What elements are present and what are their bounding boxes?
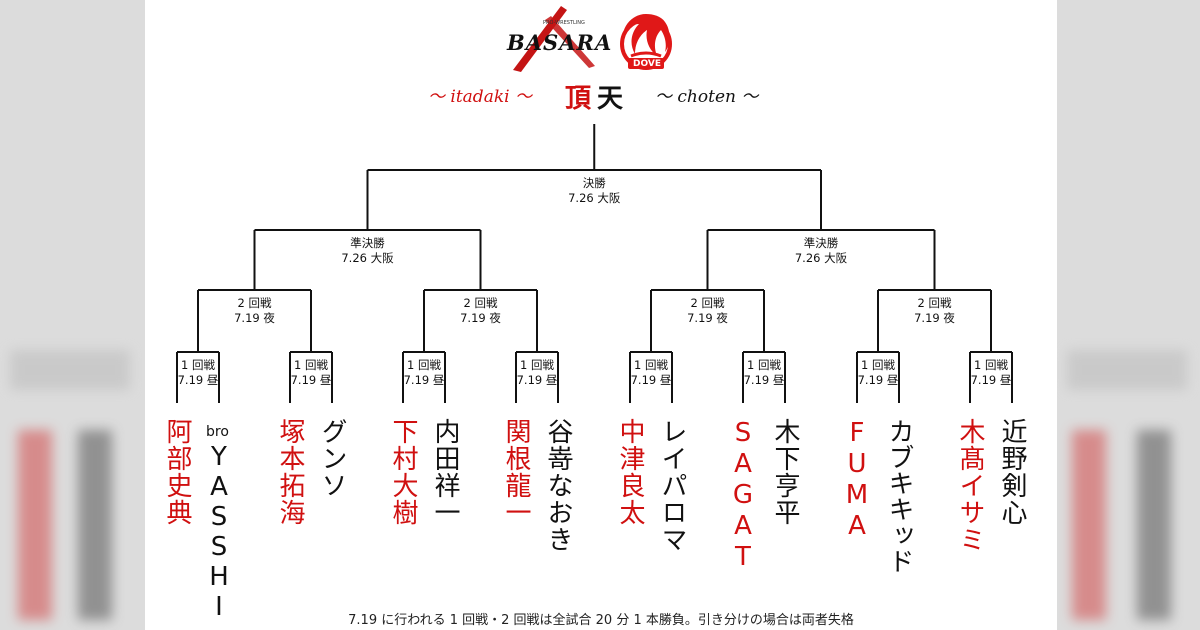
wrestler-name: 阿部史典 [162,418,192,526]
wrestler-name: SAGAT [728,418,758,573]
wrestler-name: 谷嵜なおき [543,418,573,553]
left-blur-background [0,0,145,630]
round-name: 決勝 [582,176,606,190]
wrestler-name: YASSHI [204,442,234,622]
wrestler-name: カブキキッド [884,418,914,574]
round-date: 7.19 夜 [234,311,275,325]
round-date: 7.19 夜 [687,311,728,325]
round-name: 1 回戦 [861,358,895,372]
dove-emblem-icon [620,14,672,70]
right-blur-background [1057,0,1200,630]
title-kanji-ten: 天 [597,84,624,114]
wrestler-name: FUMA [842,418,872,542]
round-name: 準決勝 [803,236,839,250]
round-date: 7.19 夜 [914,311,955,325]
round-date: 7.26 大阪 [341,251,394,265]
rules-footnote: 7.19 に行われる 1 回戦・2 回戦は全試合 20 分 1 本勝負。引き分け… [348,613,854,628]
tournament-poster: PRO-WRESTLING BASARA DOVE ～ itadaki ～ 頂 … [145,0,1057,630]
round-name: 準決勝 [350,236,385,250]
round-name: 1 回戦 [181,358,215,372]
round-date: 7.19 昼 [630,373,672,387]
wrestler-name: グンソ [317,418,347,499]
round-name: 1 回戦 [407,358,441,372]
blurred-black-name [78,430,112,620]
wrestler-name: レイパロマ [657,418,687,553]
basara-logo-text: BASARA [507,30,613,55]
round-date: 7.26 大阪 [794,251,848,265]
basara-logo-slash [513,6,595,72]
round-name: 1 回戦 [520,358,554,372]
wrestler-name: 近野剣心 [997,418,1027,526]
wrestler-name: 中津良太 [615,418,645,526]
blurred-black-name [1137,430,1171,620]
round-date: 7.19 昼 [177,373,219,387]
basara-logo: PRO-WRESTLING BASARA [503,6,611,72]
round-date: 7.19 昼 [743,373,785,387]
round-name: 1 回戦 [974,358,1008,372]
round-name: 2 回戦 [463,296,498,310]
wrestler-name: 木下亨平 [770,418,800,526]
wrestler-name: 塚本拓海 [275,418,305,526]
title-kanji-itadaki: 頂 [565,84,592,114]
round-date: 7.26 大阪 [568,191,621,205]
dove-logo-text: DOVE [633,59,661,69]
blurred-red-name [18,430,52,620]
round-name: 2 回戦 [690,296,725,310]
wrestler-name: 木髙イサミ [955,418,985,553]
blurred-bracket-line [10,350,130,390]
wrestler-name: 関根龍一 [501,418,531,526]
round-date: 7.19 昼 [970,373,1012,387]
round-date: 7.19 昼 [516,373,558,387]
round-date: 7.19 夜 [460,311,501,325]
blurred-bracket-line [1067,350,1187,390]
round-date: 7.19 昼 [857,373,899,387]
dove-logo: DOVE [617,10,675,74]
wrestler-name-prefix: bro [206,424,229,440]
tournament-bracket [176,124,1013,403]
wrestler-name: 内田祥一 [430,418,460,526]
subtitle-choten: ～ choten ～ [655,87,759,107]
wrestler-name: 下村大樹 [388,418,418,526]
round-name: 2 回戦 [237,296,272,310]
subtitle-itadaki: ～ itadaki ～ [428,87,532,107]
blurred-red-name [1072,430,1106,620]
round-name: 1 回戦 [747,358,781,372]
round-name: 2 回戦 [917,296,952,310]
round-date: 7.19 昼 [403,373,445,387]
round-date: 7.19 昼 [290,373,332,387]
round-name: 1 回戦 [294,358,328,372]
basara-logo-small-text: PRO-WRESTLING [543,20,585,26]
round-name: 1 回戦 [634,358,668,372]
